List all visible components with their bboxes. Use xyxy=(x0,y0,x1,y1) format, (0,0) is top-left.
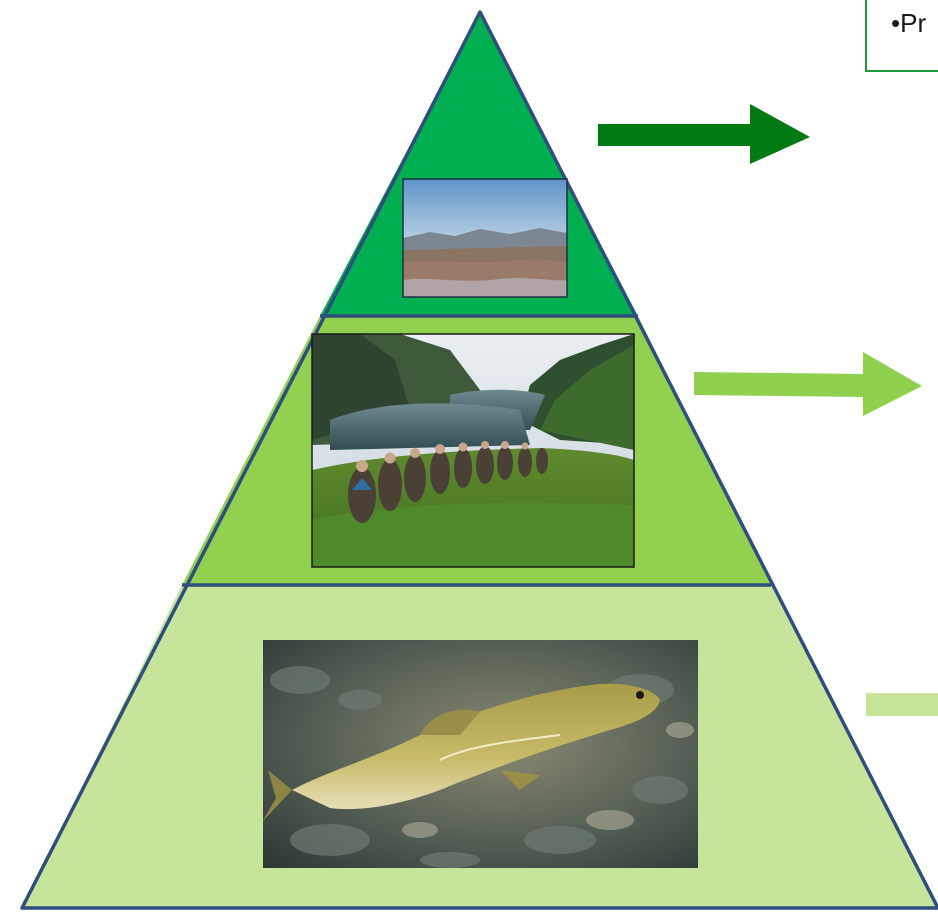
callout-label-box: •Pr xyxy=(865,0,938,72)
bottom-tier-photo xyxy=(262,640,698,868)
arrow-bottom-tier xyxy=(866,693,938,716)
top-tier-photo xyxy=(402,178,568,298)
pyramid-outline xyxy=(20,10,938,910)
arrow-middle-tier xyxy=(694,352,922,416)
middle-tier-photo xyxy=(311,333,635,568)
callout-label-text: •Pr xyxy=(891,8,927,38)
arrow-top-tier xyxy=(598,104,810,164)
